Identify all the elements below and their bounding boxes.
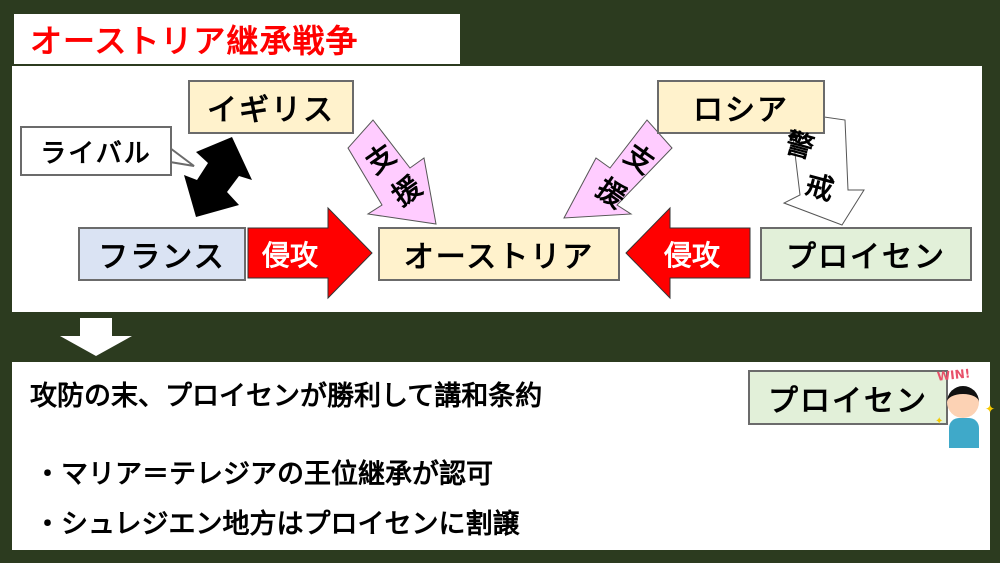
winner-label: プロイセン bbox=[768, 383, 928, 419]
prussia-label: プロイセン bbox=[786, 240, 946, 275]
invade-right-label: 侵攻 bbox=[664, 239, 721, 272]
slide-title: オーストリア継承戦争 bbox=[30, 22, 359, 60]
winner-box: プロイセン bbox=[748, 370, 948, 425]
character-head-icon bbox=[947, 386, 979, 418]
austria-box: オーストリア bbox=[378, 227, 620, 281]
caution-arrow bbox=[782, 111, 865, 226]
win-badge: WIN! bbox=[936, 366, 971, 384]
rival-label: ライバル bbox=[40, 138, 152, 169]
callout-tail bbox=[169, 146, 195, 167]
bullet-item: ・マリア＝テレジアの王位継承が認可 bbox=[34, 459, 493, 490]
britain-box: イギリス bbox=[188, 80, 354, 134]
invade-arrow-right bbox=[247, 206, 373, 300]
sparkle-icon: ✦ bbox=[985, 402, 996, 416]
winner-character: WIN! ✦ ✦ bbox=[935, 366, 996, 450]
rival-callout: ライバル bbox=[20, 126, 172, 176]
prussia-box: プロイセン bbox=[760, 227, 972, 281]
invade-left-label: 侵攻 bbox=[262, 239, 319, 272]
result-summary: 攻防の末、プロイセンが勝利して講和条約 bbox=[30, 381, 543, 412]
rival-double-arrow bbox=[184, 137, 252, 217]
austria-label: オーストリア bbox=[403, 240, 595, 275]
character-body-icon bbox=[949, 418, 979, 448]
invade-arrow-left bbox=[625, 206, 751, 300]
sparkle-icon: ✦ bbox=[935, 416, 944, 427]
russia-label: ロシア bbox=[693, 93, 789, 128]
support-arrow-left bbox=[347, 119, 437, 225]
down-arrow bbox=[60, 318, 132, 356]
bullet-item: ・シュレジエン地方はプロイセンに割譲 bbox=[34, 509, 520, 540]
title-box: オーストリア継承戦争 bbox=[14, 14, 460, 64]
support-arrow-right bbox=[563, 119, 673, 219]
france-label: フランス bbox=[98, 240, 226, 275]
britain-label: イギリス bbox=[207, 93, 335, 128]
france-box: フランス bbox=[78, 227, 246, 281]
russia-box: ロシア bbox=[657, 80, 825, 134]
